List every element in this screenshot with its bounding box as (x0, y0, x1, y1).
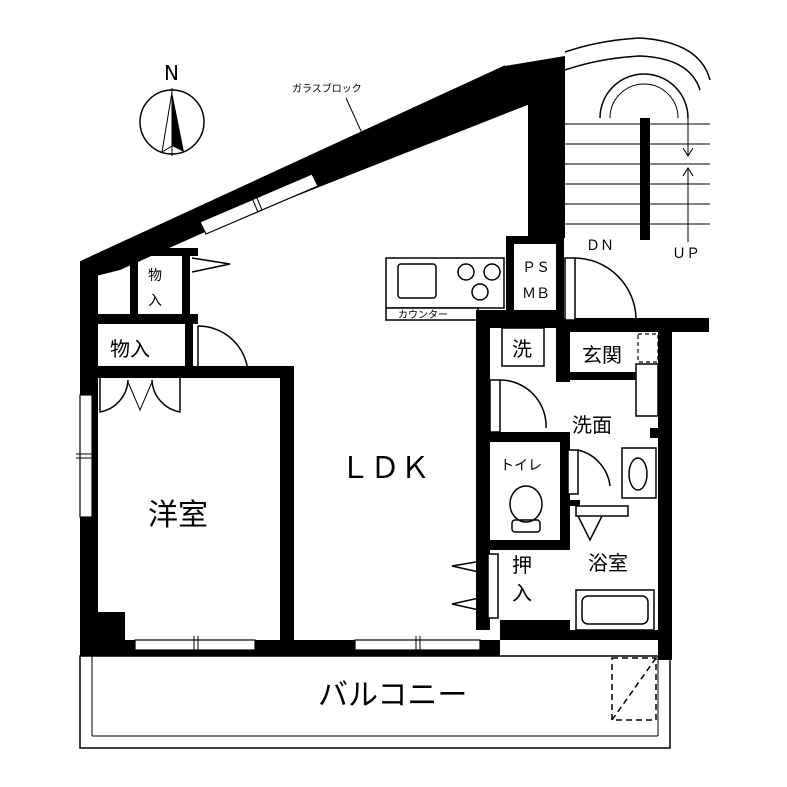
entrance-top-wall (564, 318, 709, 332)
entrance-label: 玄関 (582, 343, 622, 367)
bathroom-label: 浴室 (588, 551, 628, 575)
ldk-label: ＬＤＫ (340, 451, 430, 486)
staircase: ＤＮ ＵＰ (564, 37, 711, 262)
stairs-up-label: ＵＰ (672, 246, 700, 262)
mb-label: ＭＢ (522, 286, 550, 302)
oshiire-char-a: 押 (512, 553, 532, 577)
toilet-label: トイレ (500, 458, 542, 474)
balcony-label: バルコニー (318, 678, 467, 713)
oshiire-char-b: 入 (512, 581, 532, 605)
western-room-label: 洋室 (148, 498, 208, 533)
stair-center-wall (640, 118, 650, 240)
balcony-outline (79, 655, 671, 749)
washroom-label: 洗面 (572, 413, 612, 437)
compass-needle-right (172, 92, 184, 152)
stair-wall-left (528, 98, 565, 238)
western-room-right-wall (280, 366, 294, 654)
right-outer-wall (658, 330, 672, 660)
ps-label: ＰＳ (522, 260, 550, 276)
closet-upper-char-a: 物 (148, 268, 162, 284)
western-room-window (134, 639, 256, 651)
left-window (79, 394, 93, 518)
compass-needle-left (161, 91, 173, 153)
wet-area-left-wall (476, 310, 490, 630)
glass-block-label: ガラスブロック (292, 82, 362, 95)
laundry-label: 洗 (512, 337, 532, 361)
closet-lower-label: 物入 (110, 337, 150, 361)
closet-upper-char-b: 入 (148, 293, 162, 309)
ldk-window (354, 639, 481, 651)
compass: N (139, 61, 205, 156)
toilet-bowl (509, 485, 543, 523)
stairs-down-label: ＤＮ (586, 238, 614, 254)
north-label: N (164, 61, 179, 85)
kitchen-counter (385, 257, 505, 309)
counter-label: カウンター (398, 309, 448, 321)
balcony-hatch (611, 657, 657, 721)
shoe-cabinet (635, 363, 659, 417)
